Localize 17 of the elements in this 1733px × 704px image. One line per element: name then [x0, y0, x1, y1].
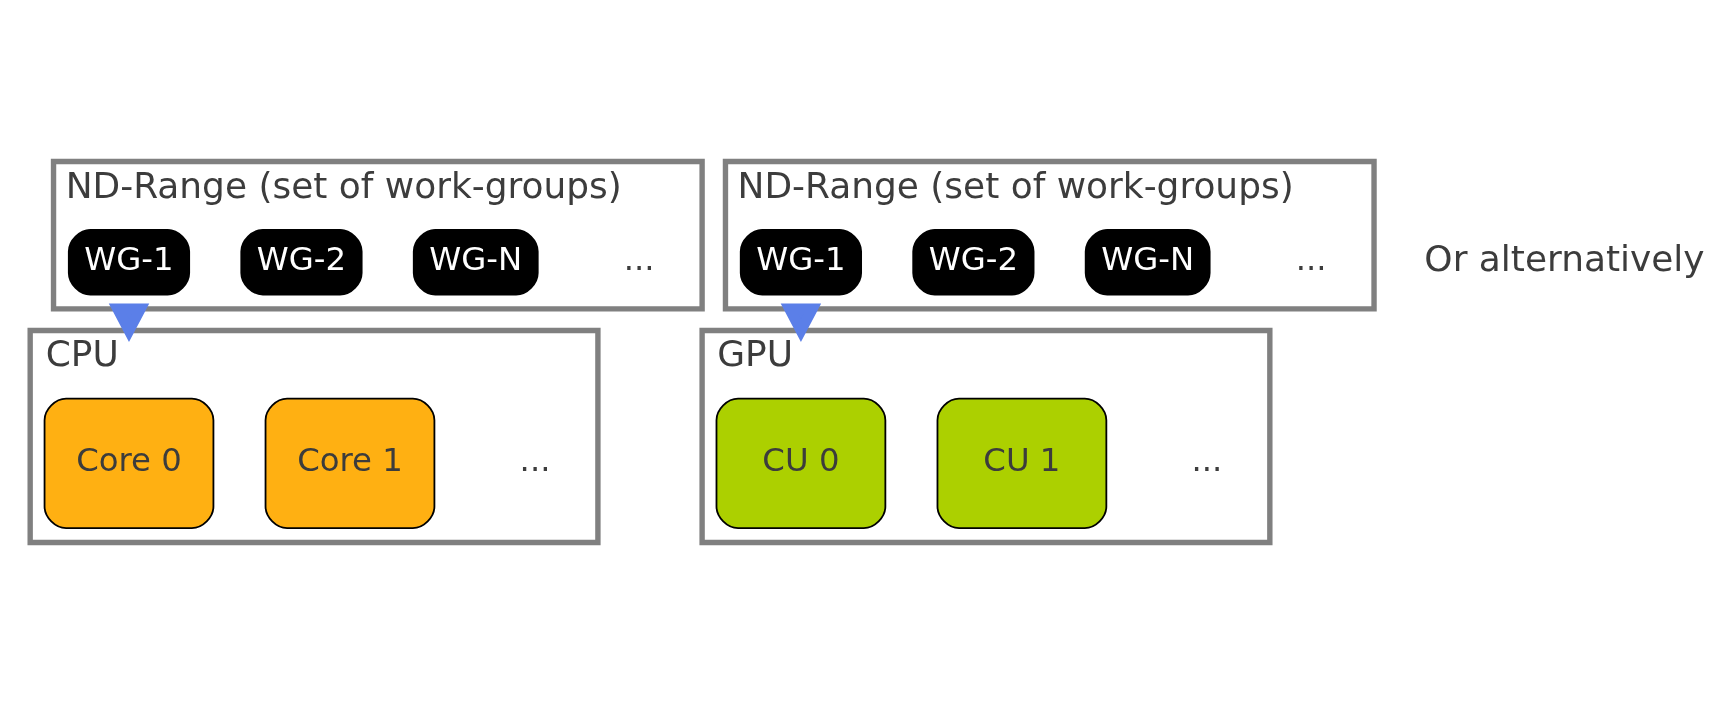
node-box: WG-N	[412, 228, 539, 296]
label: ...	[1191, 441, 1223, 480]
node-box: CU 0	[715, 397, 887, 529]
node-box: Core 1	[264, 397, 436, 529]
label: ...	[1295, 240, 1327, 279]
node-box: Core 0	[43, 397, 215, 529]
node-box: CU 1	[936, 397, 1108, 529]
node-box: WG-2	[240, 228, 363, 296]
node-box: WG-N	[1084, 228, 1211, 296]
node-box: WG-1	[739, 228, 862, 296]
arrow	[780, 303, 822, 343]
arrow	[108, 303, 150, 343]
node-box: WG-2	[912, 228, 1035, 296]
label: Or alternatively	[1424, 238, 1705, 280]
label: ...	[519, 441, 551, 480]
label: ...	[623, 240, 655, 279]
node-box: WG-1	[67, 228, 191, 296]
